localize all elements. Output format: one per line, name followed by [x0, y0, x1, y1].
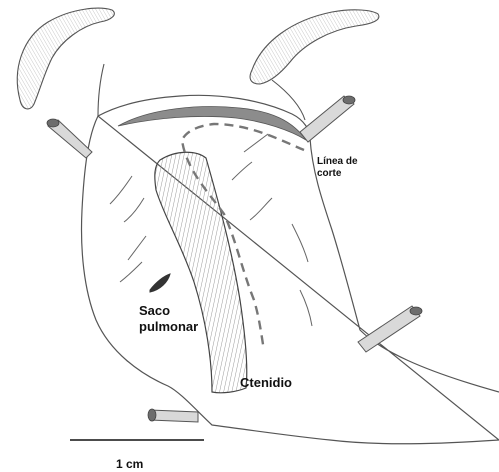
ctenidium-shape	[155, 152, 247, 393]
label-cut-line: Línea de corte	[317, 156, 358, 180]
label-ctenidium: Ctenidio	[240, 375, 292, 391]
pin-top-right	[300, 96, 355, 142]
label-scale-bar: 1 cm	[116, 457, 143, 471]
pin-left	[47, 119, 92, 158]
left-tentacle	[17, 8, 114, 109]
pin-mid-right	[358, 306, 422, 352]
head-left-stalk	[98, 64, 104, 116]
label-lung-sac: Saco pulmonar	[139, 303, 198, 334]
lung-sac-mark	[150, 274, 170, 292]
pin-bottom	[148, 409, 198, 422]
head-right-stalk	[272, 80, 305, 120]
right-tentacle	[250, 10, 379, 84]
mantle-body	[82, 95, 499, 443]
